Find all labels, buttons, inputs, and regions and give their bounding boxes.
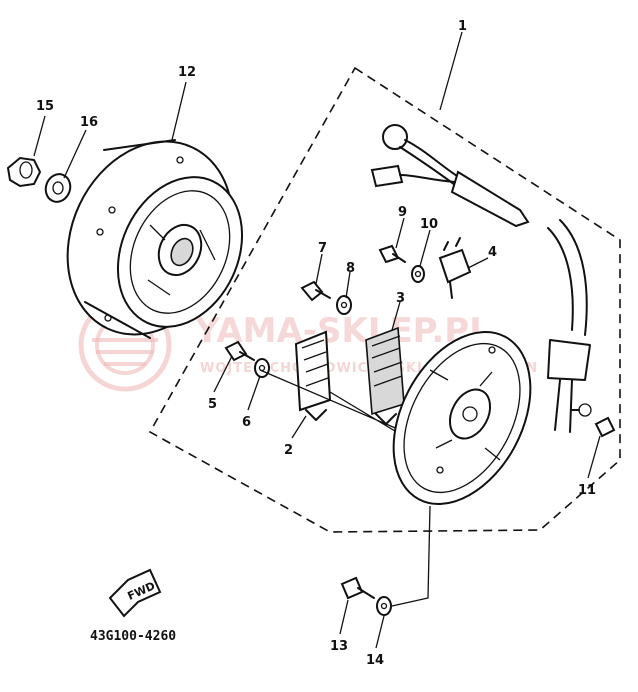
stator-base-plate <box>392 331 532 505</box>
washer-14 <box>376 596 392 616</box>
screw-13 <box>340 576 375 600</box>
part-number-10: 10 <box>420 217 438 232</box>
part-number-labels: 1 2 3 4 5 6 7 8 9 10 11 12 13 14 15 16 <box>36 19 596 668</box>
part-number-14: 14 <box>366 653 384 668</box>
screw-11 <box>594 416 616 438</box>
part-number-2: 2 <box>284 443 293 458</box>
part-number-5: 5 <box>208 397 217 412</box>
part-number-11: 11 <box>578 483 596 498</box>
part-number-6: 6 <box>242 415 251 430</box>
washer-10 <box>411 265 425 283</box>
assembly-boundary <box>148 66 621 533</box>
part-number-15: 15 <box>36 99 54 114</box>
watermark-brand: YAMA-SKLEP.PL <box>194 311 491 351</box>
part-number-7: 7 <box>318 241 327 256</box>
charge-coil <box>294 330 332 421</box>
part-number-13: 13 <box>330 639 348 654</box>
drawing-code: 43G100-4260 <box>90 629 176 644</box>
wire-harness <box>370 124 530 228</box>
stator-mount-leader <box>391 505 431 607</box>
screw-5 <box>224 340 255 362</box>
forward-direction-arrow: FWD <box>108 568 162 618</box>
part-number-4: 4 <box>488 245 497 260</box>
screw-9 <box>378 244 406 264</box>
part-number-12: 12 <box>178 65 196 80</box>
flywheel-nut <box>6 156 42 188</box>
leader-lines <box>33 31 601 649</box>
part-number-16: 16 <box>80 115 98 130</box>
flywheel-washer <box>44 173 72 203</box>
part-number-9: 9 <box>398 205 407 220</box>
part-number-1: 1 <box>458 19 467 34</box>
washer-6 <box>254 358 270 378</box>
washer-8 <box>336 295 352 315</box>
part-number-3: 3 <box>396 291 405 306</box>
flywheel-rotor <box>66 139 244 339</box>
stator-lead-cable <box>547 219 592 433</box>
screw-7 <box>300 280 331 302</box>
pickup-coil <box>438 237 472 299</box>
part-number-8: 8 <box>346 261 355 276</box>
lighting-coil <box>365 326 405 425</box>
